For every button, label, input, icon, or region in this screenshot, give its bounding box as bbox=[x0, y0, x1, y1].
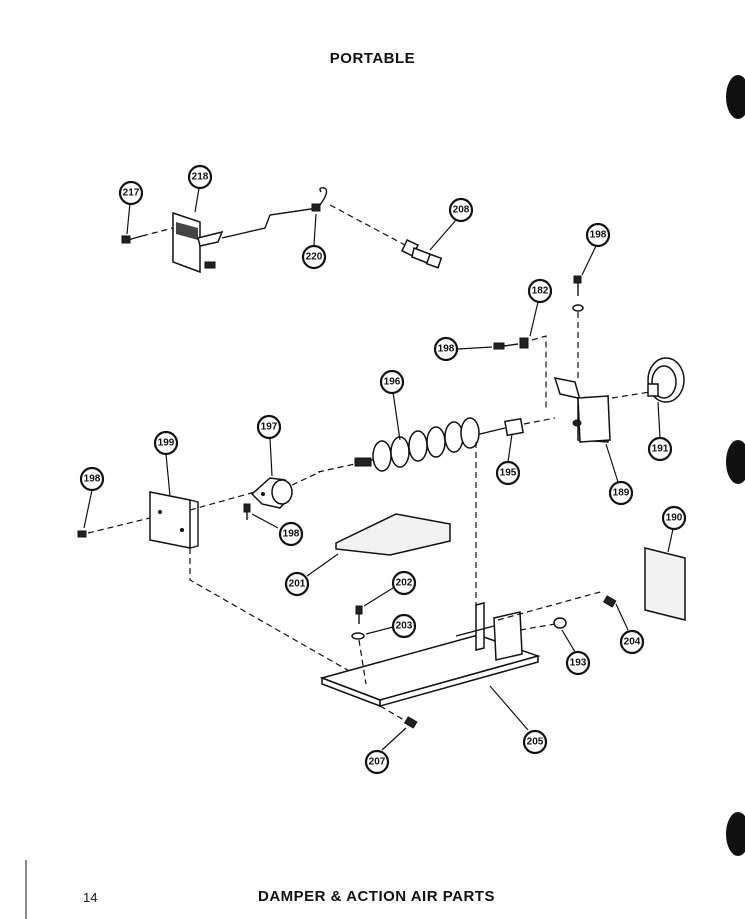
part-bracket-189 bbox=[553, 377, 611, 443]
svg-text:199: 199 bbox=[158, 438, 175, 449]
callout-208: 208 bbox=[448, 197, 474, 223]
part-nut-193 bbox=[553, 617, 567, 629]
callout-198-mid: 198 bbox=[278, 521, 304, 547]
callout-204: 204 bbox=[619, 629, 645, 655]
callout-197: 197 bbox=[256, 414, 282, 440]
svg-text:217: 217 bbox=[123, 188, 140, 199]
binding-hole bbox=[726, 75, 745, 119]
callout-196: 196 bbox=[379, 369, 405, 395]
callout-199: 199 bbox=[153, 430, 179, 456]
svg-text:218: 218 bbox=[192, 172, 209, 183]
svg-text:207: 207 bbox=[369, 757, 386, 768]
callout-195: 195 bbox=[495, 460, 521, 486]
svg-text:220: 220 bbox=[306, 252, 323, 263]
part-washer-203 bbox=[351, 632, 365, 640]
svg-text:195: 195 bbox=[500, 468, 517, 479]
callout-182: 182 bbox=[527, 278, 553, 304]
part-motor-191 bbox=[647, 357, 685, 403]
part-knob-208 bbox=[401, 239, 443, 269]
binding-hole bbox=[726, 440, 745, 484]
part-screw-198-far-left bbox=[77, 530, 87, 538]
part-screw-217 bbox=[121, 235, 143, 244]
callout-198-left: 198 bbox=[433, 336, 459, 362]
page-number: 14 bbox=[83, 890, 98, 905]
part-bracket-199 bbox=[149, 491, 199, 549]
part-filter-190 bbox=[644, 547, 686, 621]
part-screw-202 bbox=[355, 605, 363, 624]
svg-text:198: 198 bbox=[84, 474, 101, 485]
svg-text:204: 204 bbox=[624, 637, 641, 648]
part-shaft-196 bbox=[354, 417, 506, 472]
part-screw-198-top bbox=[572, 275, 584, 312]
part-screw-207 bbox=[403, 716, 418, 729]
part-screw-204 bbox=[602, 595, 617, 608]
part-lever-220 bbox=[221, 187, 328, 239]
svg-text:196: 196 bbox=[384, 377, 401, 388]
svg-text:202: 202 bbox=[396, 578, 413, 589]
svg-text:198: 198 bbox=[283, 529, 300, 540]
part-filter-201 bbox=[335, 513, 451, 556]
svg-text:193: 193 bbox=[570, 658, 587, 669]
callout-191: 191 bbox=[647, 436, 673, 462]
svg-text:203: 203 bbox=[396, 621, 413, 632]
callout-193: 193 bbox=[565, 650, 591, 676]
callout-198-far-left: 198 bbox=[79, 466, 105, 492]
svg-text:190: 190 bbox=[666, 513, 683, 524]
part-screw-198-left bbox=[493, 337, 529, 350]
callout-218: 218 bbox=[187, 164, 213, 190]
callout-203: 203 bbox=[391, 613, 417, 639]
svg-text:201: 201 bbox=[289, 579, 306, 590]
svg-text:208: 208 bbox=[453, 205, 470, 216]
binding-hole bbox=[726, 812, 745, 856]
svg-text:189: 189 bbox=[613, 488, 630, 499]
callout-189: 189 bbox=[608, 480, 634, 506]
svg-text:205: 205 bbox=[527, 737, 544, 748]
svg-text:198: 198 bbox=[590, 230, 607, 241]
part-screw-198-mid bbox=[243, 503, 251, 520]
callout-207: 207 bbox=[364, 749, 390, 775]
part-base-plate-205 bbox=[319, 602, 541, 708]
callout-205: 205 bbox=[522, 729, 548, 755]
svg-text:198: 198 bbox=[438, 344, 455, 355]
callout-220: 220 bbox=[301, 244, 327, 270]
callout-190: 190 bbox=[661, 505, 687, 531]
leader-lines bbox=[83, 187, 674, 751]
part-bearing-197 bbox=[250, 477, 293, 509]
svg-text:182: 182 bbox=[532, 286, 549, 297]
callout-201: 201 bbox=[284, 571, 310, 597]
footer-title: DAMPER & ACTION AIR PARTS bbox=[258, 888, 495, 905]
part-bracket-218 bbox=[172, 211, 224, 274]
callout-202: 202 bbox=[391, 570, 417, 596]
callout-217: 217 bbox=[118, 180, 144, 206]
svg-text:197: 197 bbox=[261, 422, 278, 433]
part-collar-195 bbox=[504, 417, 524, 437]
callout-198-top: 198 bbox=[585, 222, 611, 248]
page-title: PORTABLE bbox=[329, 50, 416, 67]
svg-text:191: 191 bbox=[652, 444, 669, 455]
